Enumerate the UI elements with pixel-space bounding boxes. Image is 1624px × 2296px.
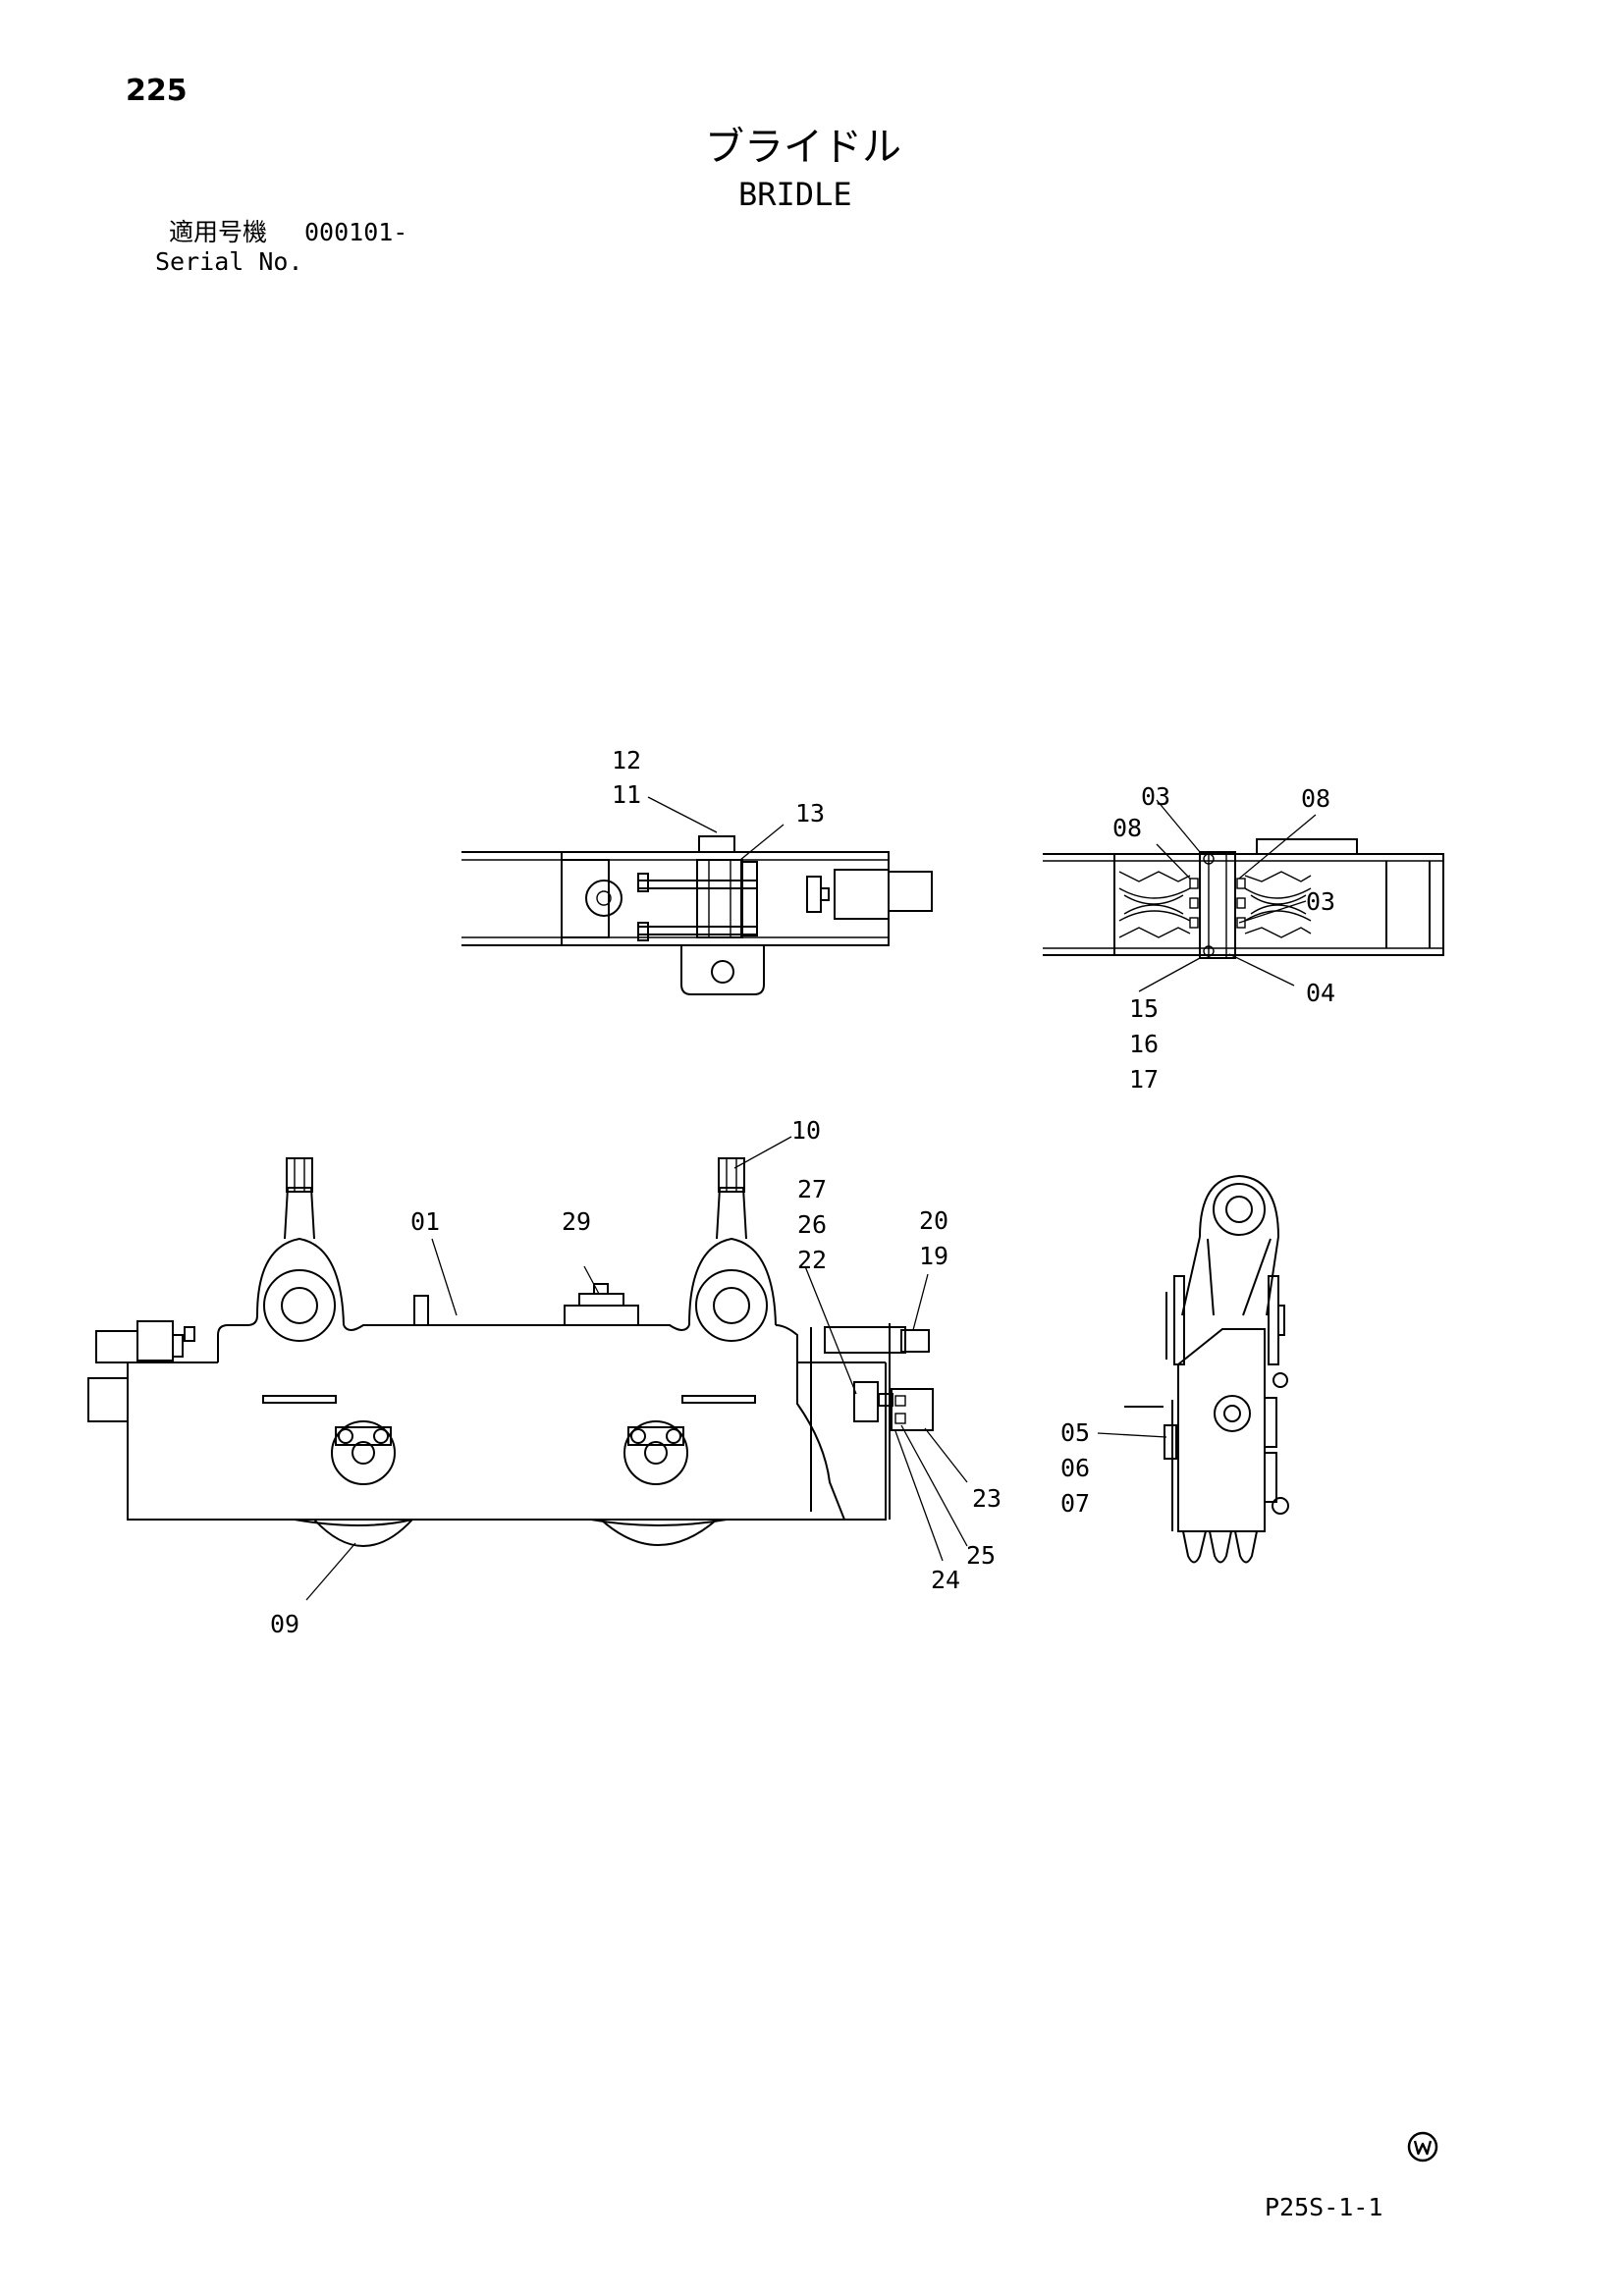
bridle-side-view <box>87 1157 934 1547</box>
callout-12: 12 <box>612 746 641 774</box>
bridle-top-view <box>461 835 933 995</box>
callout-26: 26 <box>797 1210 827 1239</box>
callout-13: 13 <box>795 799 825 828</box>
callout-20: 20 <box>919 1206 948 1235</box>
serial-label-english: Serial No. <box>155 247 303 276</box>
page-title-english: BRIDLE <box>738 176 852 213</box>
callout-25: 25 <box>966 1541 996 1570</box>
circled-w-icon <box>1407 2131 1438 2163</box>
callout-labels: 12 11 13 03 08 08 03 04 15 16 17 10 01 2… <box>270 746 1335 1638</box>
callout-04: 04 <box>1306 979 1335 1007</box>
callout-29: 29 <box>562 1207 591 1236</box>
page-title-japanese: ブライドル <box>705 125 901 170</box>
callout-03-right: 03 <box>1306 887 1335 916</box>
callout-07: 07 <box>1060 1489 1090 1518</box>
callout-23: 23 <box>972 1484 1001 1513</box>
callout-16: 16 <box>1129 1030 1159 1058</box>
serial-label-japanese: 適用号機 <box>169 218 268 246</box>
callout-17: 17 <box>1129 1065 1159 1094</box>
callout-10: 10 <box>791 1116 821 1145</box>
callout-01: 01 <box>410 1207 440 1236</box>
callout-27: 27 <box>797 1175 827 1203</box>
callout-03-top: 03 <box>1141 782 1170 811</box>
callout-06: 06 <box>1060 1454 1090 1482</box>
callout-11: 11 <box>612 780 641 809</box>
page-number: 225 <box>126 74 188 108</box>
callout-24: 24 <box>931 1566 960 1594</box>
callout-08-left: 08 <box>1112 814 1142 842</box>
callout-19: 19 <box>919 1242 948 1270</box>
bridle-section-view <box>1043 838 1444 959</box>
callout-22: 22 <box>797 1246 827 1274</box>
callout-15: 15 <box>1129 994 1159 1023</box>
callout-05: 05 <box>1060 1418 1090 1447</box>
callout-08-right: 08 <box>1301 784 1330 813</box>
leader-lines <box>305 796 1317 1601</box>
bridle-end-view <box>1124 1174 1289 1564</box>
drawing-reference-code: P25S-1-1 <box>1265 2193 1383 2221</box>
callout-09: 09 <box>270 1610 299 1638</box>
serial-number-value: 000101- <box>304 218 408 246</box>
